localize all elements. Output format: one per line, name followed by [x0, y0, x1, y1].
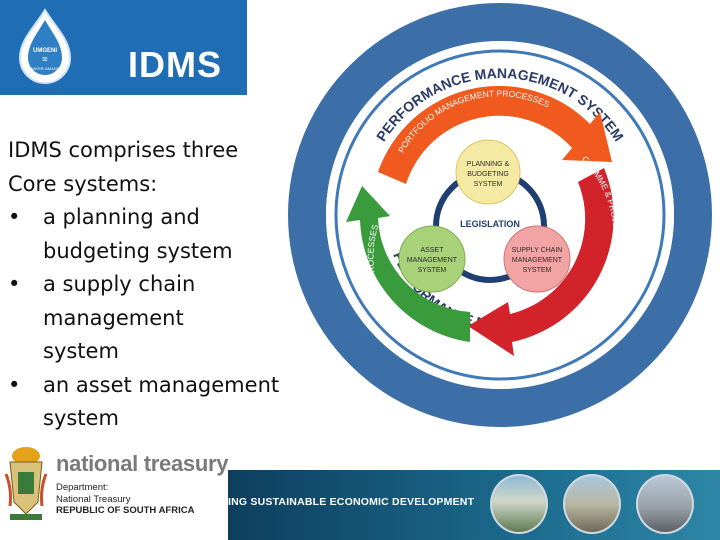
- bullet-line: budgeting system: [43, 238, 233, 263]
- programme-arrow: [468, 168, 614, 356]
- planning-label: PLANNING &: [467, 161, 510, 168]
- dept-line: REPUBLIC OF SOUTH AFRICA: [56, 505, 195, 516]
- treatment-plant-photo: [563, 474, 621, 534]
- treasury-name: national treasury: [56, 451, 229, 476]
- logo-top-text: UMGENI: [33, 48, 57, 54]
- coat-of-arms-icon: [4, 447, 48, 520]
- planning-budgeting-node: [455, 139, 521, 205]
- footer-tagline: ING SUSTAINABLE ECONOMIC DEVELOPMENT: [228, 496, 475, 508]
- asset-label: ASSET: [421, 247, 445, 254]
- dept-line: National Treasury: [56, 493, 131, 505]
- water-tap-photo: [636, 474, 694, 534]
- page-title: IDMS: [128, 44, 222, 85]
- intro-line: Core systems:: [8, 171, 158, 196]
- supply-label: MANAGEMENT: [512, 257, 563, 264]
- logo-bottom-text: WATER·AMANZI: [30, 66, 60, 71]
- bullet-line: an asset management: [43, 372, 280, 397]
- bullet-line: management: [43, 305, 184, 330]
- planning-label: BUDGETING: [467, 171, 509, 178]
- list-item: an asset management system: [8, 369, 308, 436]
- list-item: a supply chain management system: [8, 268, 308, 369]
- operation-arrow: [346, 186, 470, 342]
- intro-line: IDMS comprises three: [8, 138, 239, 162]
- asset-management-node: [398, 225, 466, 293]
- bullet-line: system: [43, 339, 119, 363]
- dept-line: Department:: [56, 482, 109, 493]
- bullet-line: system: [43, 406, 119, 430]
- asset-label: MANAGEMENT: [407, 257, 458, 264]
- portfolio-arrow: [378, 85, 612, 184]
- supply-label: SUPPLY CHAIN: [512, 247, 563, 254]
- bullet-line: a supply chain: [43, 272, 196, 296]
- supply-chain-node: [503, 225, 571, 293]
- asset-label: SYSTEM: [418, 267, 447, 274]
- description-text: IDMS comprises three Core systems: a pla…: [8, 134, 308, 436]
- header-banner: UMGENI ≈ WATER·AMANZI IDMS: [0, 0, 247, 95]
- department-label: Department: National Treasury REPUBLIC O…: [56, 482, 194, 517]
- supply-label: SYSTEM: [523, 267, 552, 274]
- umgeni-water-logo: UMGENI ≈ WATER·AMANZI: [18, 8, 72, 84]
- list-item: a planning and budgeting system: [8, 201, 308, 268]
- bullet-line: a planning and: [43, 205, 200, 229]
- logo-wave-icon: ≈: [43, 54, 48, 64]
- idms-cycle-diagram: INSTITUTIONAL SYSTEM INSTITUTIONAL SYSTE…: [250, 0, 712, 427]
- systems-list: a planning and budgeting system a supply…: [8, 201, 308, 436]
- institutional-ring: [288, 3, 712, 427]
- planning-label: SYSTEM: [474, 181, 503, 188]
- legislation-label: LEGISLATION: [460, 219, 520, 229]
- performance-ring-line: [334, 49, 666, 381]
- dam-photo: [490, 474, 548, 534]
